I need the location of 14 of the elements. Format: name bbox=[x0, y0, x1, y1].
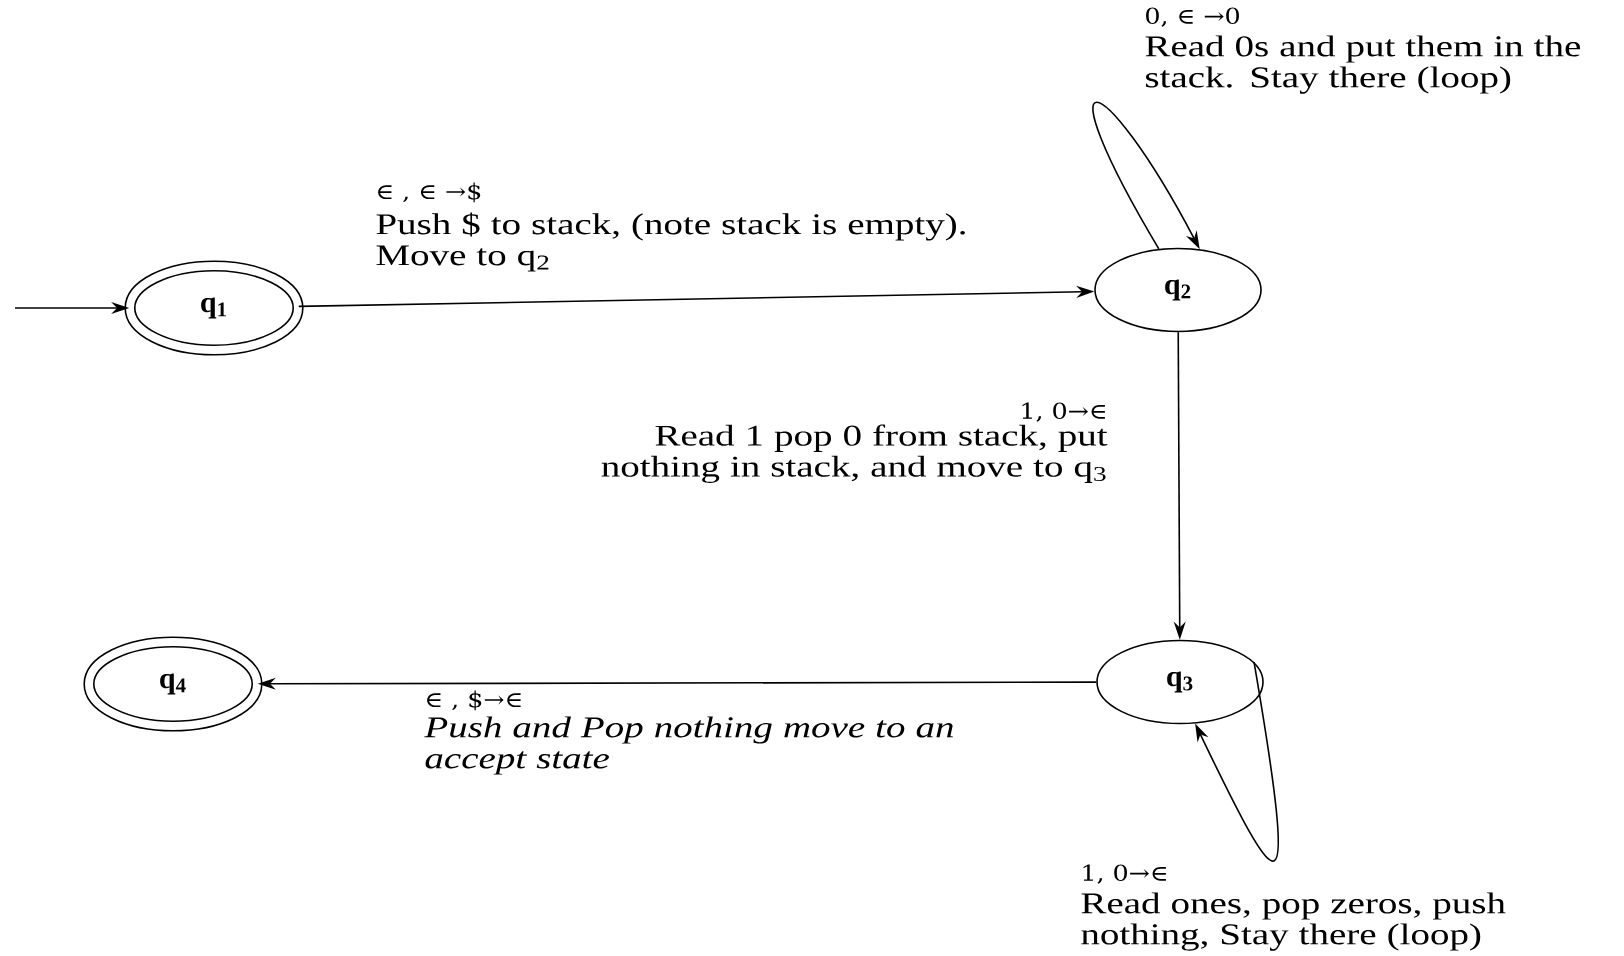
accept-state: q$_{1}$ bbox=[124, 260, 304, 356]
transition-note: Read 1 pop 0 from stack, put nothing in stack, and move to q$_{3}$ bbox=[601, 424, 1108, 483]
transition-note: Read ones, pop zeros, push nothing, Stay there (loop) bbox=[1081, 892, 1506, 951]
accept-state: q$_{4}$ bbox=[83, 636, 263, 732]
edge-label: 0, ∈ →0 bbox=[1142, 5, 1243, 29]
edge-label: 1, 0→∈ bbox=[1078, 862, 1171, 886]
transition-note: Push and Pop nothing move to an accept state bbox=[424, 716, 953, 775]
transition-note: Read 0s and put them in the stack. Stay there (loop) bbox=[1145, 35, 1580, 94]
edge-label: 1, 0→∈ bbox=[1017, 400, 1110, 424]
transition-note: Push $ to stack, (note stack is empty). Move to q$_{2}$ bbox=[376, 212, 965, 272]
arrow bbox=[1092, 101, 1200, 250]
edge-label: ∈ , $→∈ bbox=[422, 688, 526, 713]
edge-label: ∈ , ∈ →$ bbox=[373, 180, 485, 205]
arrow bbox=[1195, 661, 1280, 862]
